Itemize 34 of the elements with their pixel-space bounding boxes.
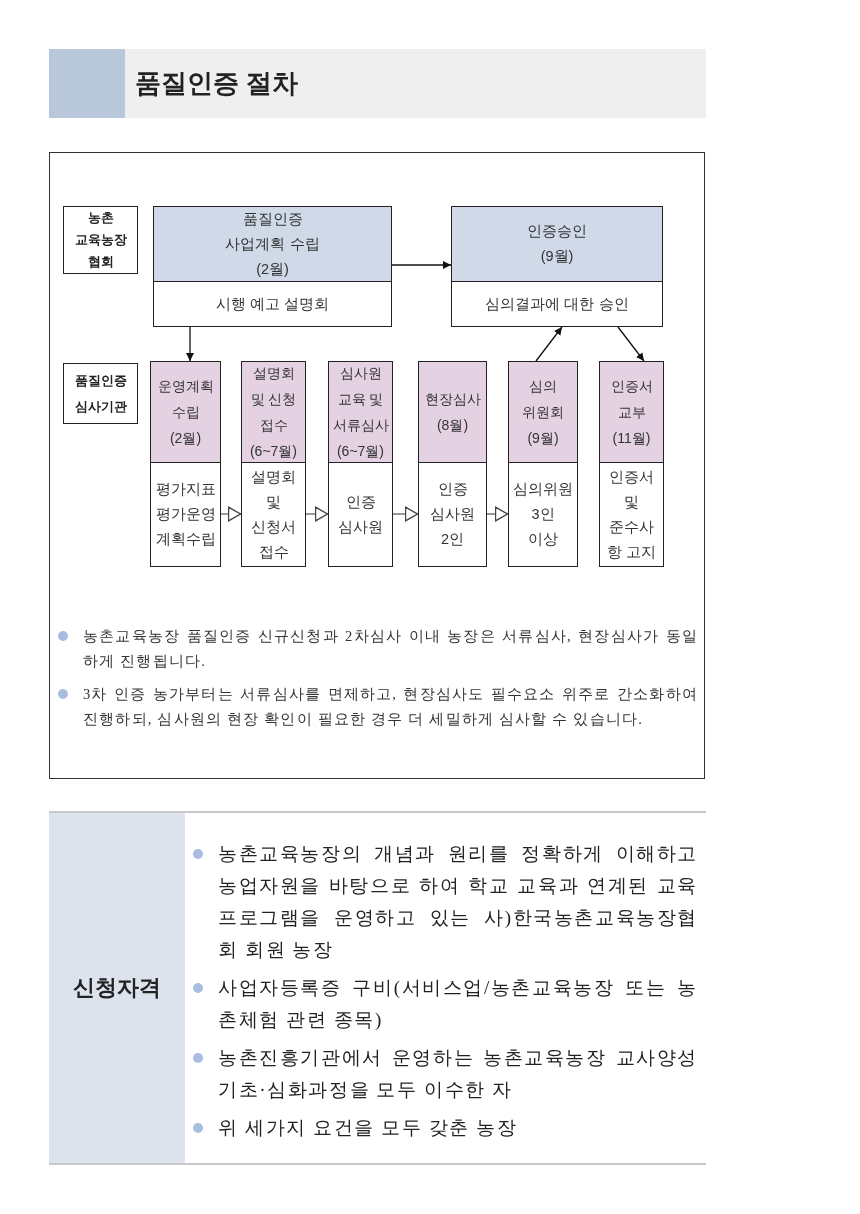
step-heading: 현장심사 (8월) — [419, 362, 486, 463]
list-item: 농촌진흥기관에서 운영하는 농촌교육농장 교사양성 기초·심화과정을 모두 이수한 자 — [218, 1046, 698, 1102]
process-box — [418, 361, 487, 567]
arrow — [186, 326, 194, 362]
arrow — [392, 506, 419, 522]
process-box — [153, 206, 392, 327]
arrow — [486, 506, 509, 522]
header-cell: 신청자격 — [49, 813, 185, 1163]
step-heading: 운영계획 수립 (2월) — [151, 362, 220, 463]
arrow — [391, 261, 452, 269]
step-heading: 심사원 교육 및 서류심사 (6~7월) — [329, 362, 392, 463]
arrow — [535, 326, 563, 362]
row-label: 농촌 교육농장 협회 — [63, 206, 138, 274]
process-box — [451, 206, 663, 327]
process-box — [328, 361, 393, 567]
note-text: 농촌교육농장 품질인증 신규신청과 2차심사 이내 농장은 서류심사, 현장심사가 동일하게 진행됩니다. — [83, 627, 698, 671]
process-box — [150, 361, 221, 567]
step-heading: 인증서 교부 (11월) — [600, 362, 663, 463]
step-heading: 심의 위원회 (9월) — [509, 362, 577, 463]
note-text: 3차 인증 농가부터는 서류심사를 면제하고, 현장심사도 필수요소 위주로 간소화하여 진행하되, 심사원의 현장 확인이 필요한 경우 더 세밀하게 심사할 수 있습니다. — [83, 685, 698, 729]
list-item: 위 세가지 요건을 모두 갖춘 농장 — [218, 1116, 519, 1140]
arrow — [305, 506, 329, 522]
arrow — [220, 506, 242, 522]
list-item: 농촌교육농장의 개념과 원리를 정확하게 이해하고 농업자원을 바탕으로 하여 학교 교육과 연계된 교육프로그램을 운영하고 있는 사)한국농촌교육농장협회 회원 농장 — [218, 842, 698, 962]
process-box — [241, 361, 306, 567]
process-box — [508, 361, 578, 567]
process-box — [599, 361, 664, 567]
step-heading: 품질인증 사업계획 수립 (2월) — [154, 207, 391, 282]
arrow — [617, 326, 645, 362]
page-title: 품질인증 절차 — [135, 67, 299, 99]
list-item: 사업자등록증 구비(서비스업/농촌교육농장 또는 농촌체험 관련 종목) — [218, 976, 698, 1032]
row-label: 품질인증 심사기관 — [63, 363, 138, 424]
step-heading: 인증승인 (9월) — [452, 207, 662, 282]
step-heading: 설명회 및 신청 접수 (6~7월) — [242, 362, 305, 463]
